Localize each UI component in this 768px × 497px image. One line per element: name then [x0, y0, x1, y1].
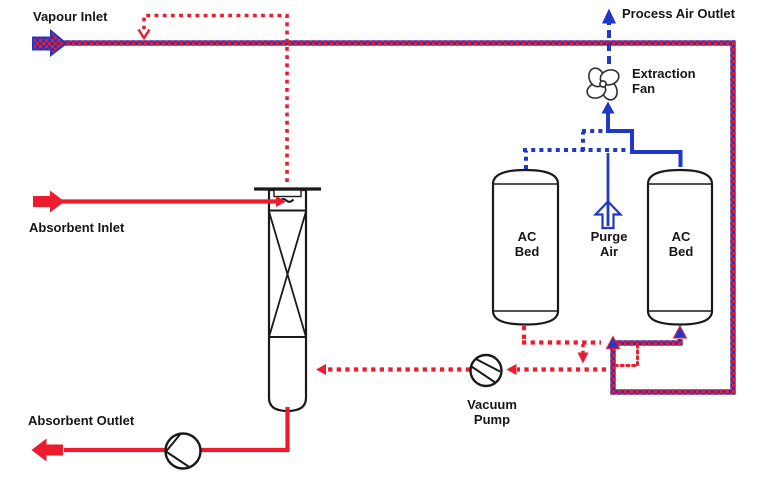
- absorbent-inlet-line: [33, 190, 286, 213]
- ac-bed-right-vessel: [646, 168, 714, 326]
- absorbent-inlet-label: Absorbent Inlet: [29, 220, 125, 235]
- pump-inlet-arrowhead: [506, 364, 517, 375]
- column-return-arrowhead: [316, 364, 326, 375]
- recycle-vapour-line: [137, 13, 289, 182]
- purge-air-label: Purge Air: [590, 229, 628, 259]
- purge-air-line: [592, 153, 624, 230]
- suction-branch-arrowhead: [577, 352, 589, 364]
- vacuum-suction-line: [506, 326, 639, 375]
- extraction-fan-label: Extraction Fan: [632, 66, 696, 96]
- vapour-inlet-label: Vapour Inlet: [33, 9, 108, 24]
- recycle-arrowhead: [137, 28, 151, 41]
- feed-arrowhead: [605, 335, 621, 349]
- column-body: [267, 188, 308, 413]
- vacuum-pump-icon: [469, 353, 503, 388]
- process-air-outlet-label: Process Air Outlet: [622, 6, 735, 21]
- bed-feed-tap-line: [614, 343, 639, 367]
- vacuum-pump-label: Vacuum Pump: [467, 397, 517, 427]
- extraction-fan-icon: [586, 67, 620, 101]
- vacuum-discharge-line: [316, 364, 470, 375]
- ac-bed-left-vessel: [491, 168, 560, 326]
- absorbent-outlet-line: [31, 407, 290, 462]
- fan-suction-line: [601, 101, 683, 167]
- fan-suction-arrowhead: [601, 101, 615, 114]
- process-air-arrowhead: [602, 8, 616, 24]
- absorbent-outlet-label: Absorbent Outlet: [28, 413, 135, 428]
- absorbent-outlet-arrow: [31, 438, 63, 462]
- bed-balance-line: [523, 129, 626, 169]
- process-air-line: [602, 8, 616, 64]
- bed-feed-arrowhead: [672, 324, 688, 339]
- ac-bed-left-label: AC Bed: [514, 229, 540, 259]
- packing-cross: [268, 211, 307, 338]
- absorber-column: [254, 187, 321, 413]
- absorbent-pump-icon: [164, 432, 202, 470]
- absorbent-inlet-arrow: [33, 190, 65, 213]
- column-distributor: [273, 189, 302, 198]
- vapour-feed-line: [58, 40, 736, 395]
- vapour-inlet-arrow: [32, 28, 68, 58]
- ac-bed-right-label: AC Bed: [668, 229, 694, 259]
